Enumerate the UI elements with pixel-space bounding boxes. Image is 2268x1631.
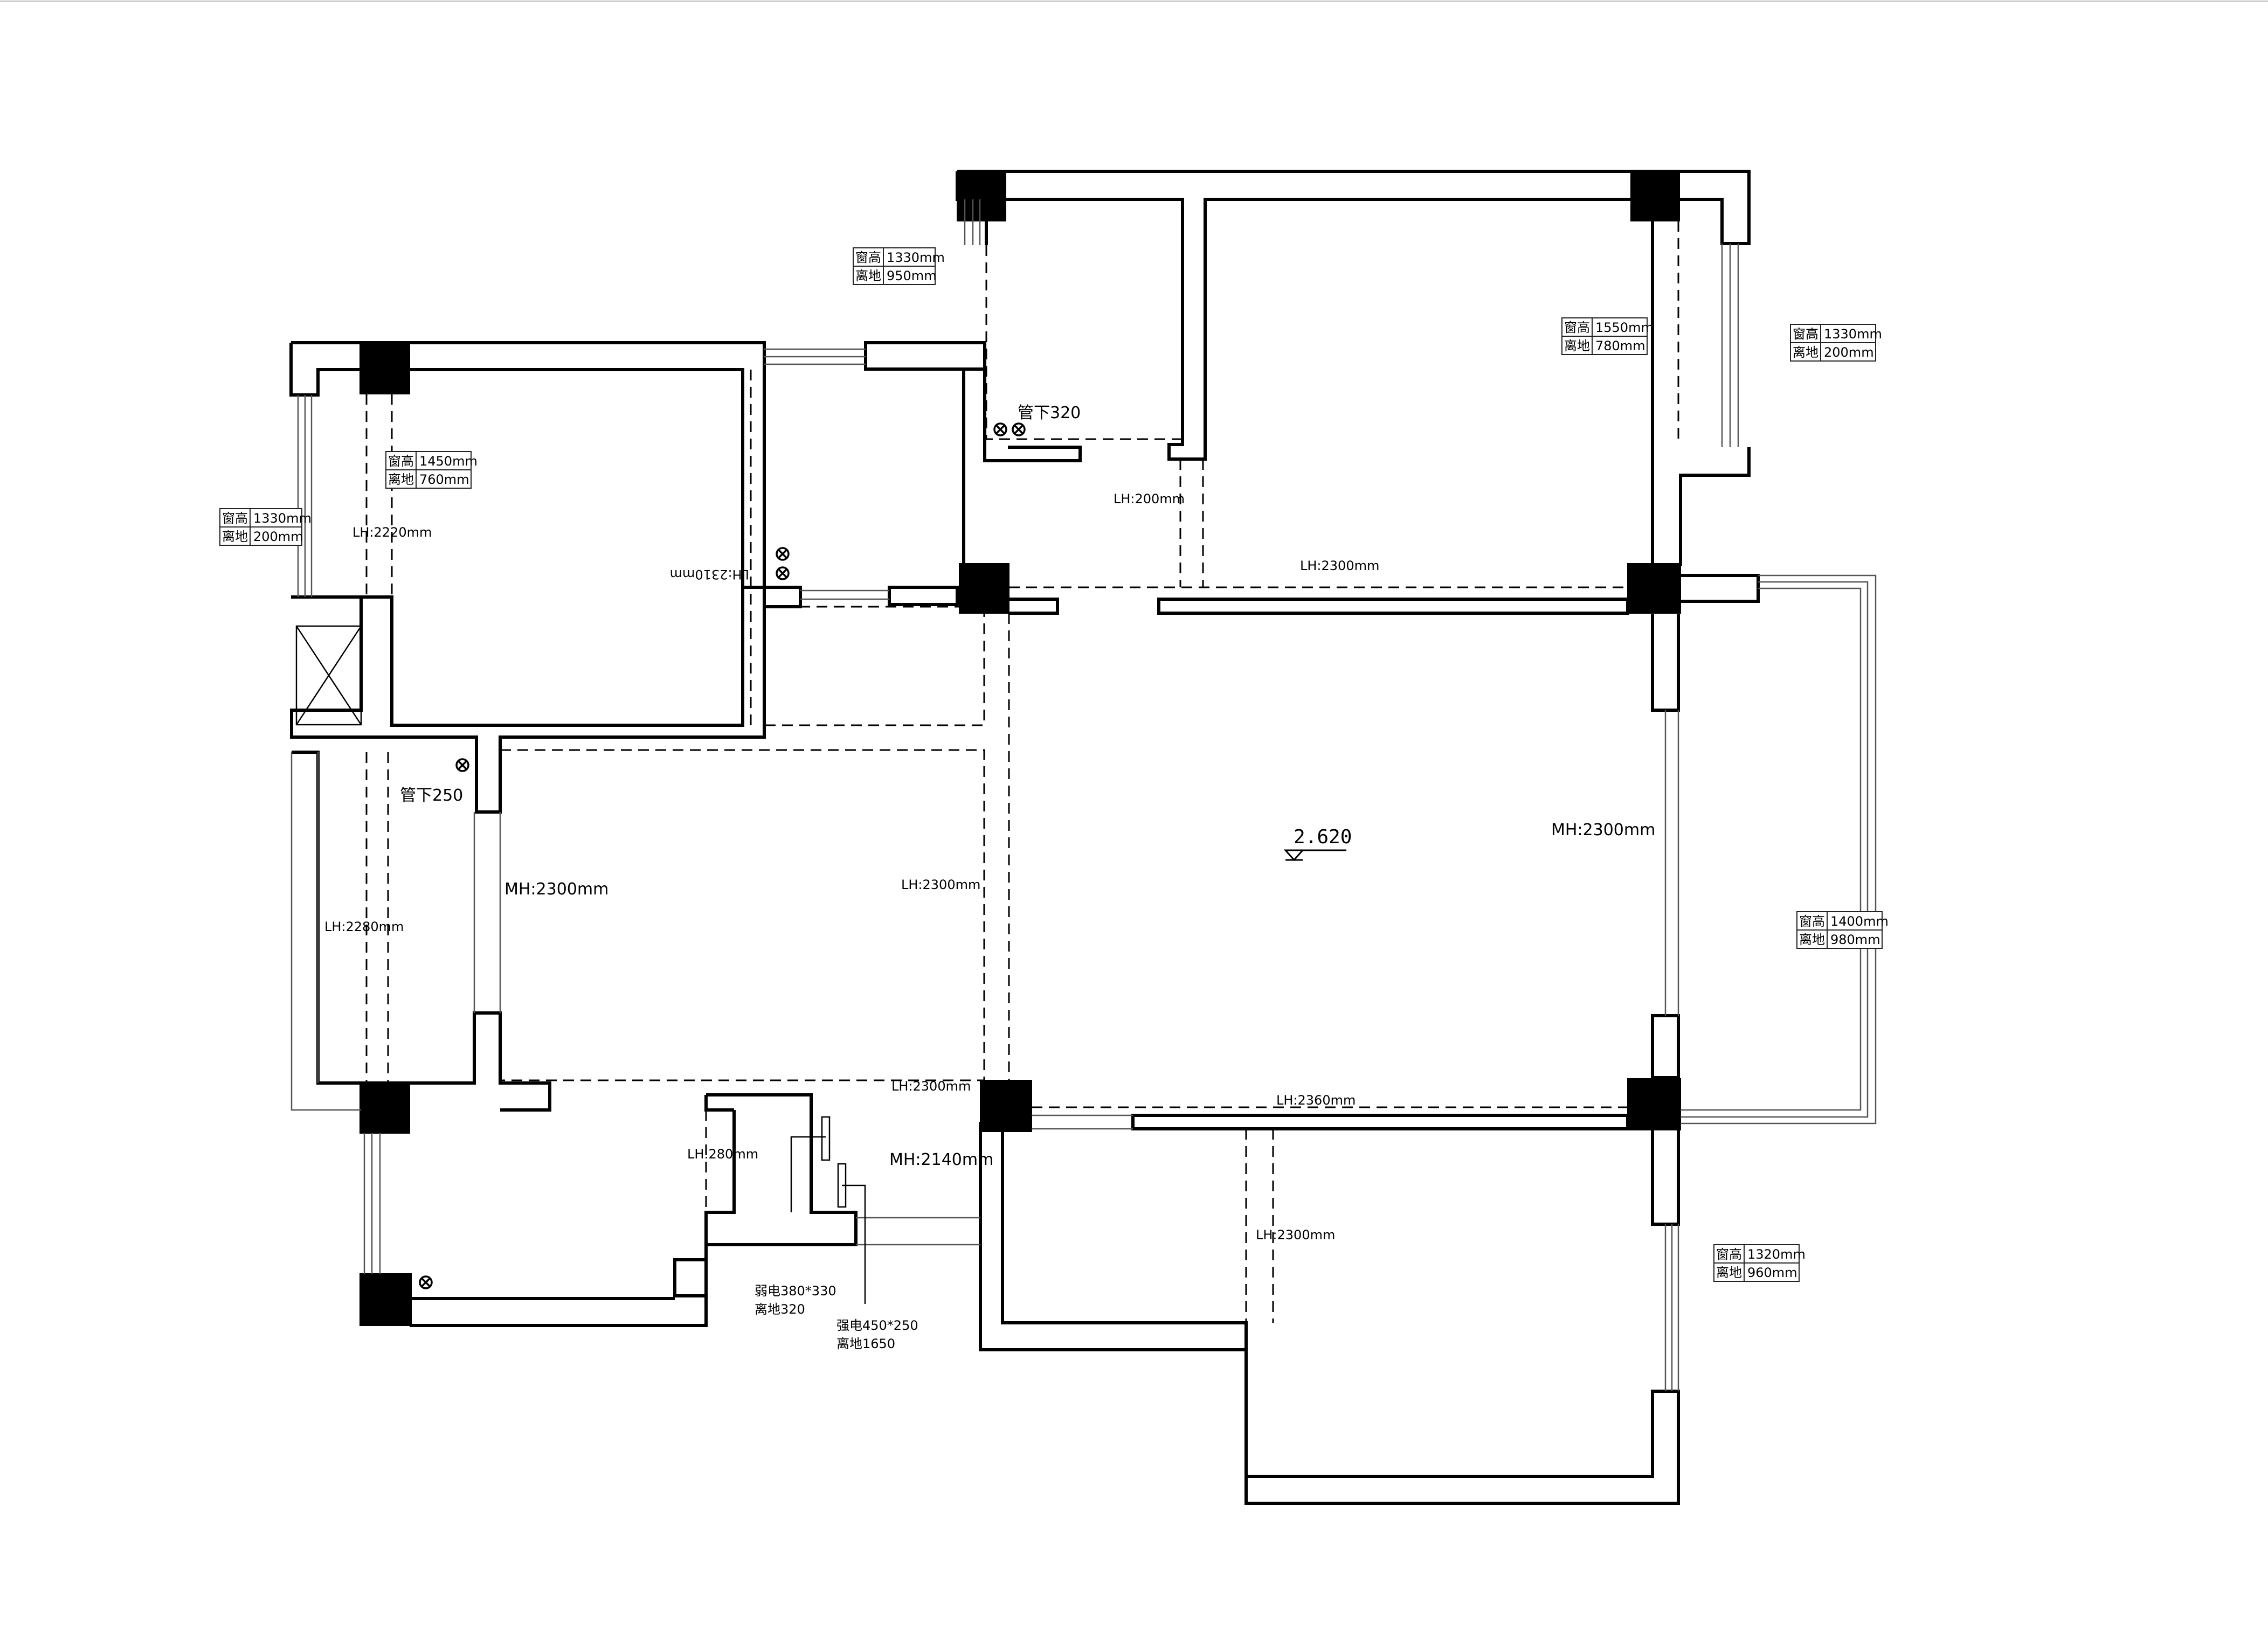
window-openings <box>291 199 1877 1391</box>
column-ne-top <box>1630 171 1680 221</box>
pipe-icon <box>1012 422 1026 436</box>
window-sill-label: 离地 <box>1793 345 1818 360</box>
mh-label: MH:2300mm <box>1551 821 1655 839</box>
window-tag: 窗高 1330mm 离地 200mm <box>219 508 312 546</box>
weak-electric-size: 弱电380*330 <box>755 1283 836 1299</box>
pipe-icon <box>993 422 1007 436</box>
pipe-icon <box>776 566 790 580</box>
electric-panels <box>790 1116 866 1304</box>
lh-label: LH:2300mm <box>901 877 980 892</box>
window-tag: 窗高 1330mm 离地 950mm <box>853 247 945 285</box>
exterior-walls <box>289 170 1760 1505</box>
window-tag: 窗高 1450mm 离地 760mm <box>385 451 478 489</box>
window-sill: 980mm <box>1830 932 1880 947</box>
elevation-value: 2.620 <box>1294 826 1352 848</box>
window-sill-label: 离地 <box>1564 338 1590 353</box>
column-east-top <box>1627 563 1681 614</box>
pipe-label: 管下320 <box>1018 404 1081 422</box>
window-sill: 760mm <box>419 472 469 487</box>
window-height-label: 窗高 <box>855 250 881 265</box>
lh-label: LH:2220mm <box>352 525 432 540</box>
window-sill: 780mm <box>1595 338 1645 353</box>
window-height: 1320mm <box>1747 1247 1806 1262</box>
elevation-marker: 2.620 <box>1283 826 1352 862</box>
column-center-top <box>959 563 1009 614</box>
window-height: 1400mm <box>1830 914 1889 929</box>
window-tag: 窗高 1320mm 离地 960mm <box>1713 1244 1806 1282</box>
pipe-icon <box>776 547 790 561</box>
height-annotations: LH:2220mm LH:2310mm LH:200mm LH:2300mm L… <box>324 491 1655 1243</box>
pipe-icon <box>455 758 469 772</box>
column-bottom-left <box>359 1273 412 1326</box>
strong-electric-height: 离地1650 <box>836 1336 895 1351</box>
window-height-label: 窗高 <box>222 511 248 526</box>
lh-label: LH:2300mm <box>1256 1227 1335 1243</box>
electric-annotations: 弱电380*330 离地320 强电450*250 离地1650 <box>755 1283 918 1351</box>
pipe-icon <box>419 1275 433 1289</box>
strong-electric-size: 强电450*250 <box>836 1318 918 1333</box>
window-sill-label: 离地 <box>855 268 881 283</box>
window-sill: 950mm <box>887 268 937 283</box>
window-sill: 200mm <box>1824 345 1874 360</box>
window-height: 1330mm <box>887 250 945 265</box>
window-sill-label: 离地 <box>388 472 414 487</box>
window-height: 1330mm <box>1824 327 1882 342</box>
window-height: 1330mm <box>253 511 312 526</box>
lh-label: LH:2360mm <box>1276 1093 1356 1108</box>
window-tag: 窗高 1330mm 离地 200mm <box>1790 324 1882 362</box>
column-sw-left <box>359 1081 410 1134</box>
lh-label-rotated: LH:2310mm <box>670 567 749 582</box>
lh-label: LH:2300mm <box>1300 558 1379 573</box>
window-height-label: 窗高 <box>1799 914 1825 929</box>
window-height-label: 窗高 <box>1564 320 1590 335</box>
column-nw-left <box>359 342 410 394</box>
window-height-label: 窗高 <box>388 454 414 469</box>
column-center-bottom <box>980 1080 1032 1132</box>
weak-electric-height: 离地320 <box>755 1302 805 1317</box>
window-tag: 窗高 1400mm 离地 980mm <box>1796 911 1889 949</box>
weak-panel <box>821 1116 831 1161</box>
window-height: 1550mm <box>1595 320 1654 335</box>
window-height-label: 窗高 <box>1793 327 1818 342</box>
lh-label: LH:200mm <box>1114 491 1185 506</box>
window-sill: 200mm <box>253 529 303 544</box>
window-tag: 窗高 1550mm 离地 780mm <box>1561 317 1654 355</box>
shaft-box <box>295 625 362 726</box>
pipe-symbols <box>419 422 1026 1289</box>
ceiling-lines <box>365 199 1679 1323</box>
window-sill: 960mm <box>1747 1265 1797 1280</box>
window-sill-label: 离地 <box>1799 932 1825 947</box>
lh-label: LH:2280mm <box>324 919 404 934</box>
mh-label: MH:2300mm <box>504 880 609 899</box>
window-sill-label: 离地 <box>1716 1265 1742 1280</box>
pipe-annotations: 管下320 管下250 <box>400 404 1081 805</box>
lh-label: LH:280mm <box>687 1147 758 1162</box>
structural-columns <box>359 171 1681 1326</box>
column-east-bottom <box>1627 1078 1681 1130</box>
window-sill-label: 离地 <box>222 529 248 544</box>
window-height: 1450mm <box>419 454 478 469</box>
mh-label: MH:2140mm <box>889 1150 993 1169</box>
lh-label: LH:2300mm <box>891 1079 971 1094</box>
window-height-label: 窗高 <box>1716 1247 1742 1262</box>
pipe-label: 管下250 <box>400 786 463 805</box>
